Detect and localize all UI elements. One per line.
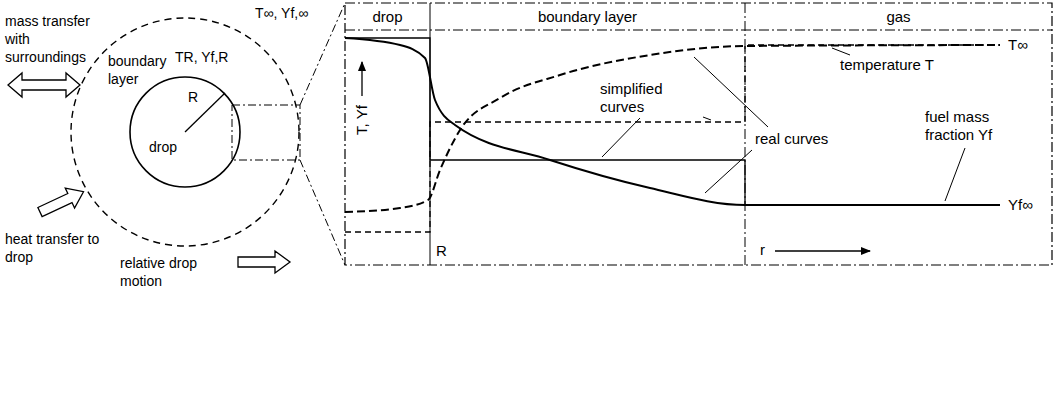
heat-transfer-arrow	[35, 182, 88, 222]
zoom-line	[300, 160, 345, 265]
process-label: mass transfer with surroundings	[5, 12, 105, 66]
real-fuel-curve	[345, 38, 1000, 205]
node-label: drop	[149, 138, 209, 156]
curve-label: fuel mass fraction Yf	[925, 108, 1035, 144]
layer-divider	[745, 3, 746, 265]
process-label: heat transfer to drop	[5, 230, 100, 266]
drop-circle: drop	[129, 76, 241, 188]
radius-label: R	[188, 88, 198, 106]
circle-outline	[129, 76, 241, 188]
leader-line	[703, 117, 711, 120]
state-label: TR, Yf,R	[175, 48, 228, 66]
axis-arrow	[775, 250, 870, 251]
boundary-layer-band: boundary layer	[430, 3, 745, 265]
value-label: Yf∞	[1008, 196, 1033, 214]
process-label: relative drop motion	[120, 254, 220, 290]
axis-label: r	[760, 241, 765, 259]
node-label: gas	[745, 8, 1052, 26]
node-label: boundary layer	[430, 8, 745, 26]
zoom-panel-frame	[345, 3, 1052, 265]
mass-transfer-arrow	[8, 73, 80, 97]
value-label: T∞	[1008, 36, 1028, 54]
axis-arrow	[361, 62, 362, 96]
simplified-fuel-curve	[345, 38, 1000, 205]
state-label: T∞, Yf,∞	[255, 4, 308, 22]
leader-line	[945, 148, 965, 201]
leader-line	[832, 48, 850, 55]
curve-label: real curves	[755, 130, 835, 148]
axis-label: T, Yf	[353, 105, 371, 135]
circle-line	[130, 77, 240, 187]
zoom-frame	[232, 105, 300, 160]
node-label: boundary layer	[108, 52, 180, 88]
real-temperature-curve	[345, 45, 1000, 212]
leader-line	[602, 118, 640, 157]
leader-line	[694, 57, 768, 127]
curve-label: temperature T	[840, 56, 934, 74]
motion-arrow	[238, 251, 290, 273]
node-label: drop	[345, 8, 430, 26]
axis-label: R	[436, 242, 447, 260]
circle-line	[71, 18, 299, 246]
header-line	[345, 30, 1052, 31]
simplified-temperature-curve	[345, 45, 1000, 232]
curve-label: simplified curves	[600, 80, 710, 116]
